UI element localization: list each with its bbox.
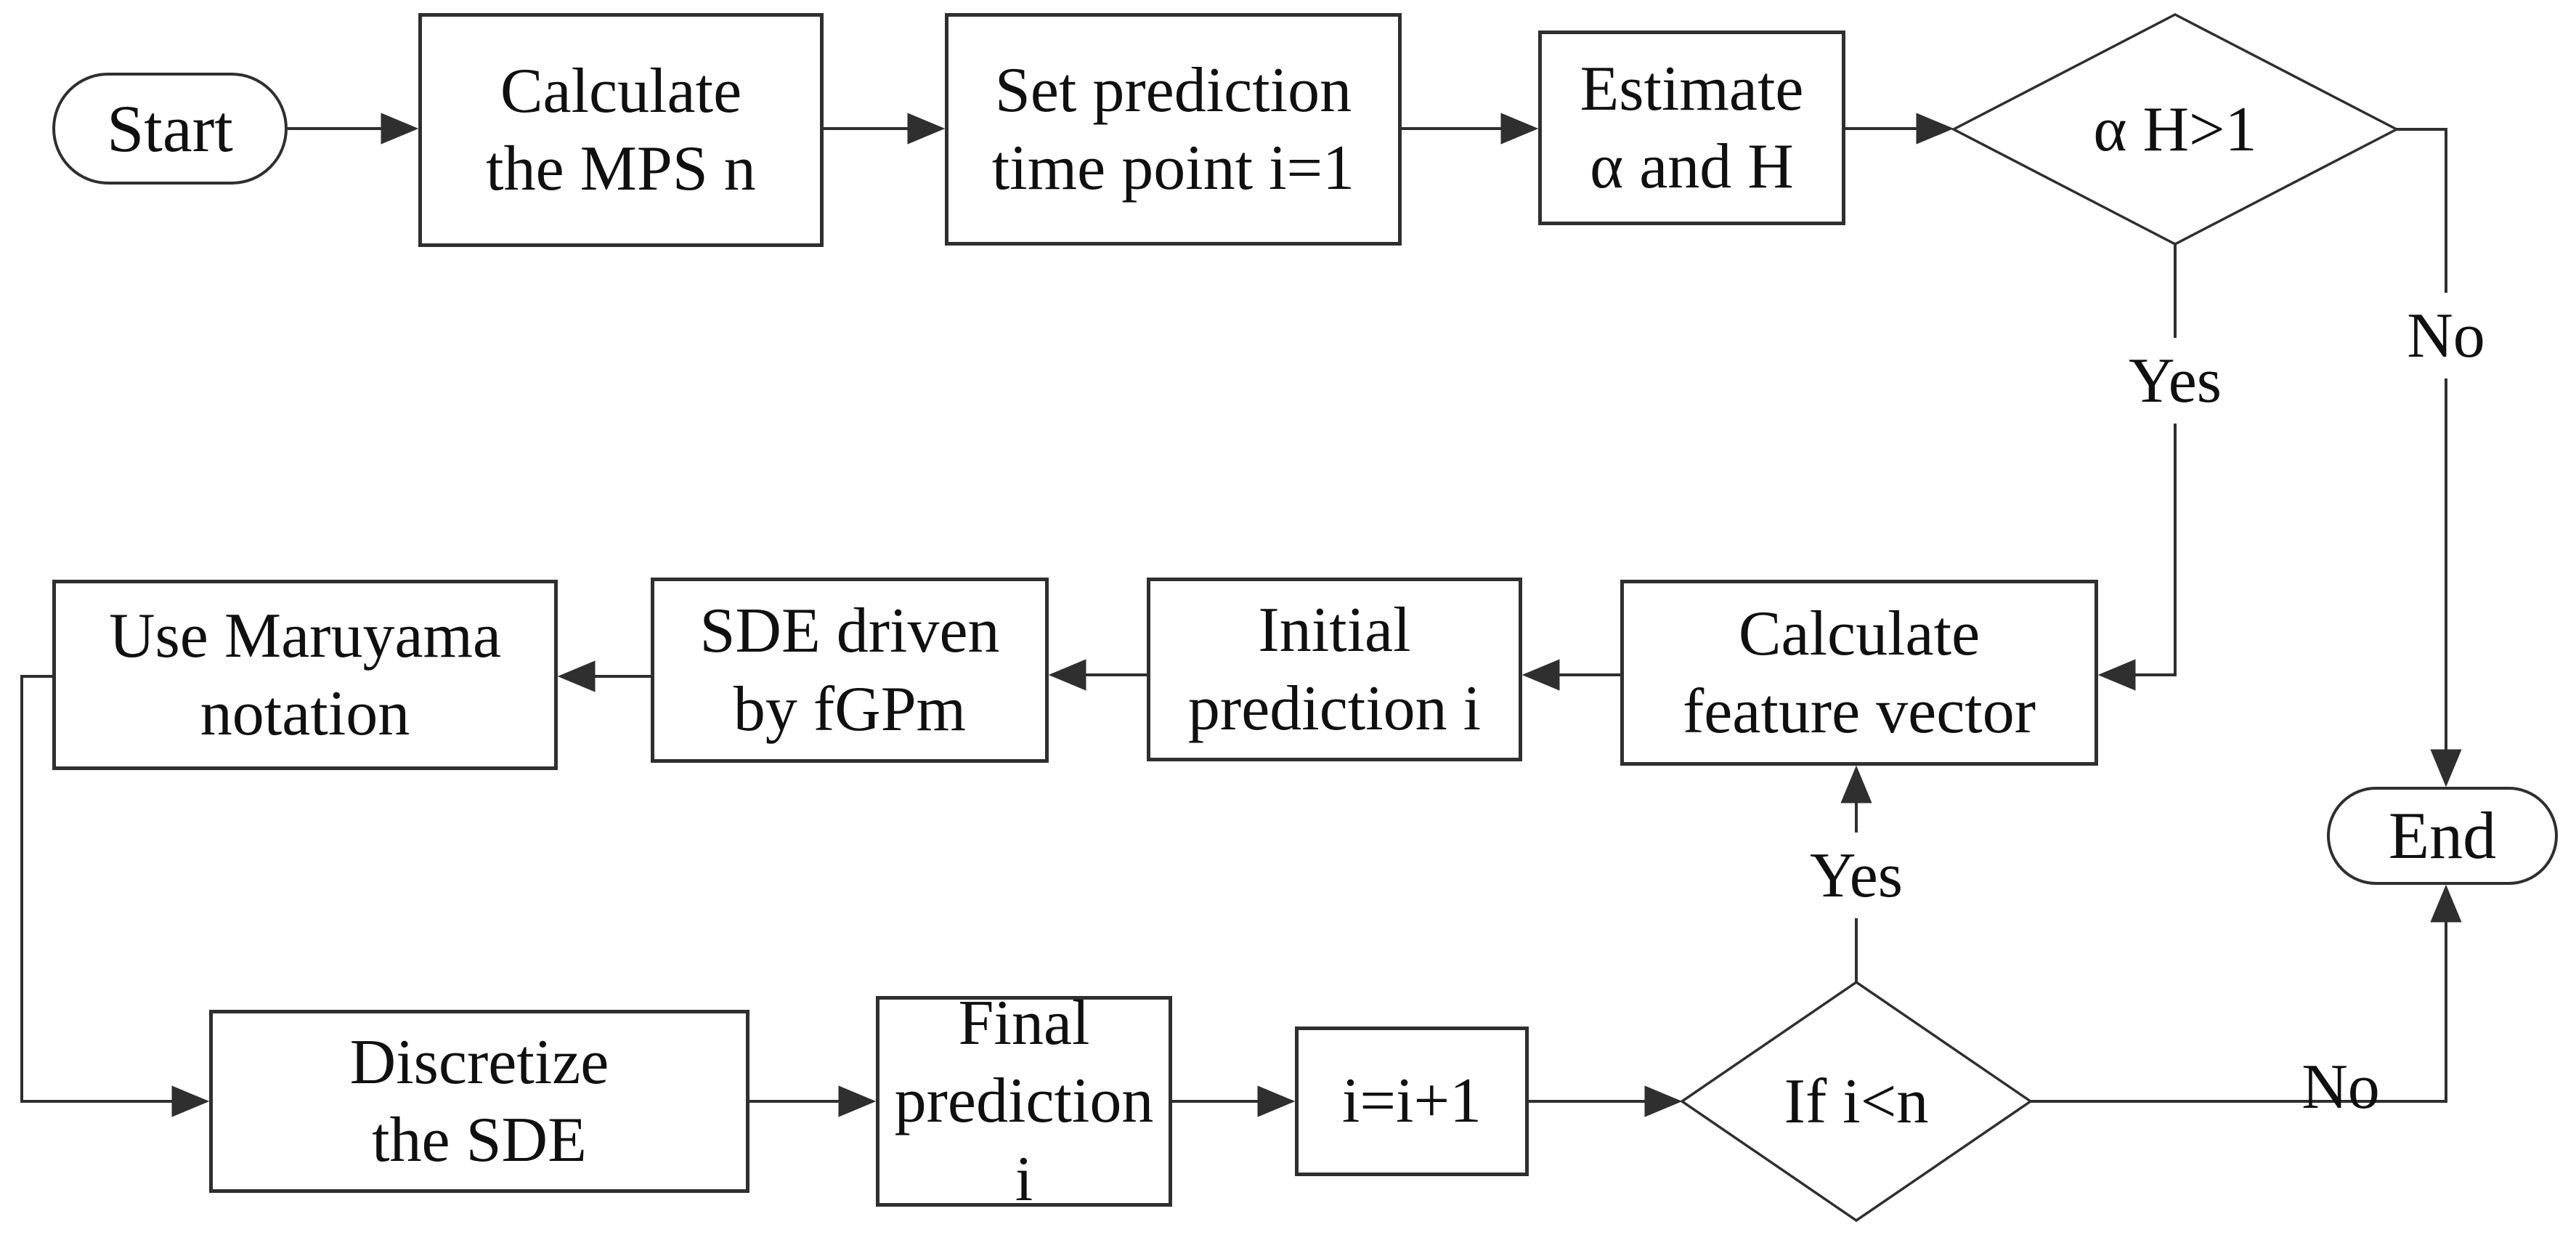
node-calculate-feature-vector: Calculate feature vector	[1620, 580, 2098, 766]
edge-alpha-yes-to-calc-fv	[2097, 244, 2177, 691]
node-calculate-mps: Calculate the MPS n	[418, 13, 824, 247]
node-discretize-sde: Discretize the SDE	[209, 1010, 749, 1193]
node-set-prediction-time: Set prediction time point i=1	[945, 13, 1402, 246]
decision-if-i-n-diamond	[1679, 980, 2033, 1223]
node-estimate-alpha-h: Estimate α and H	[1538, 31, 1845, 225]
node-initial-prediction: Initial prediction i	[1147, 578, 1522, 761]
edge-label-alpha-yes: Yes	[2102, 338, 2248, 424]
node-start: Start	[52, 73, 288, 185]
edge-label-loop-no: No	[2301, 1051, 2380, 1122]
edge-label-alpha-no: No	[2373, 293, 2519, 378]
node-final-prediction: Final prediction i	[876, 988, 1172, 1215]
edge-alpha-no-to-end	[2397, 128, 2462, 787]
node-use-maruyama-notation: Use Maruyama notation	[52, 580, 558, 770]
edge-label-loop-yes: Yes	[1784, 833, 1929, 918]
edge-loop-no-to-end	[2031, 884, 2462, 1103]
node-sde-driven-by-fgpm: SDE driven by fGPm	[651, 578, 1049, 763]
decision-if-i-n-label: If i<n	[1784, 1066, 1929, 1137]
node-increment-i: i=i+1	[1295, 1027, 1529, 1176]
node-end: End	[2327, 787, 2558, 885]
edge-maruyama-to-discretize	[20, 675, 210, 1117]
decision-alpha-h-label: α H>1	[2093, 94, 2257, 165]
